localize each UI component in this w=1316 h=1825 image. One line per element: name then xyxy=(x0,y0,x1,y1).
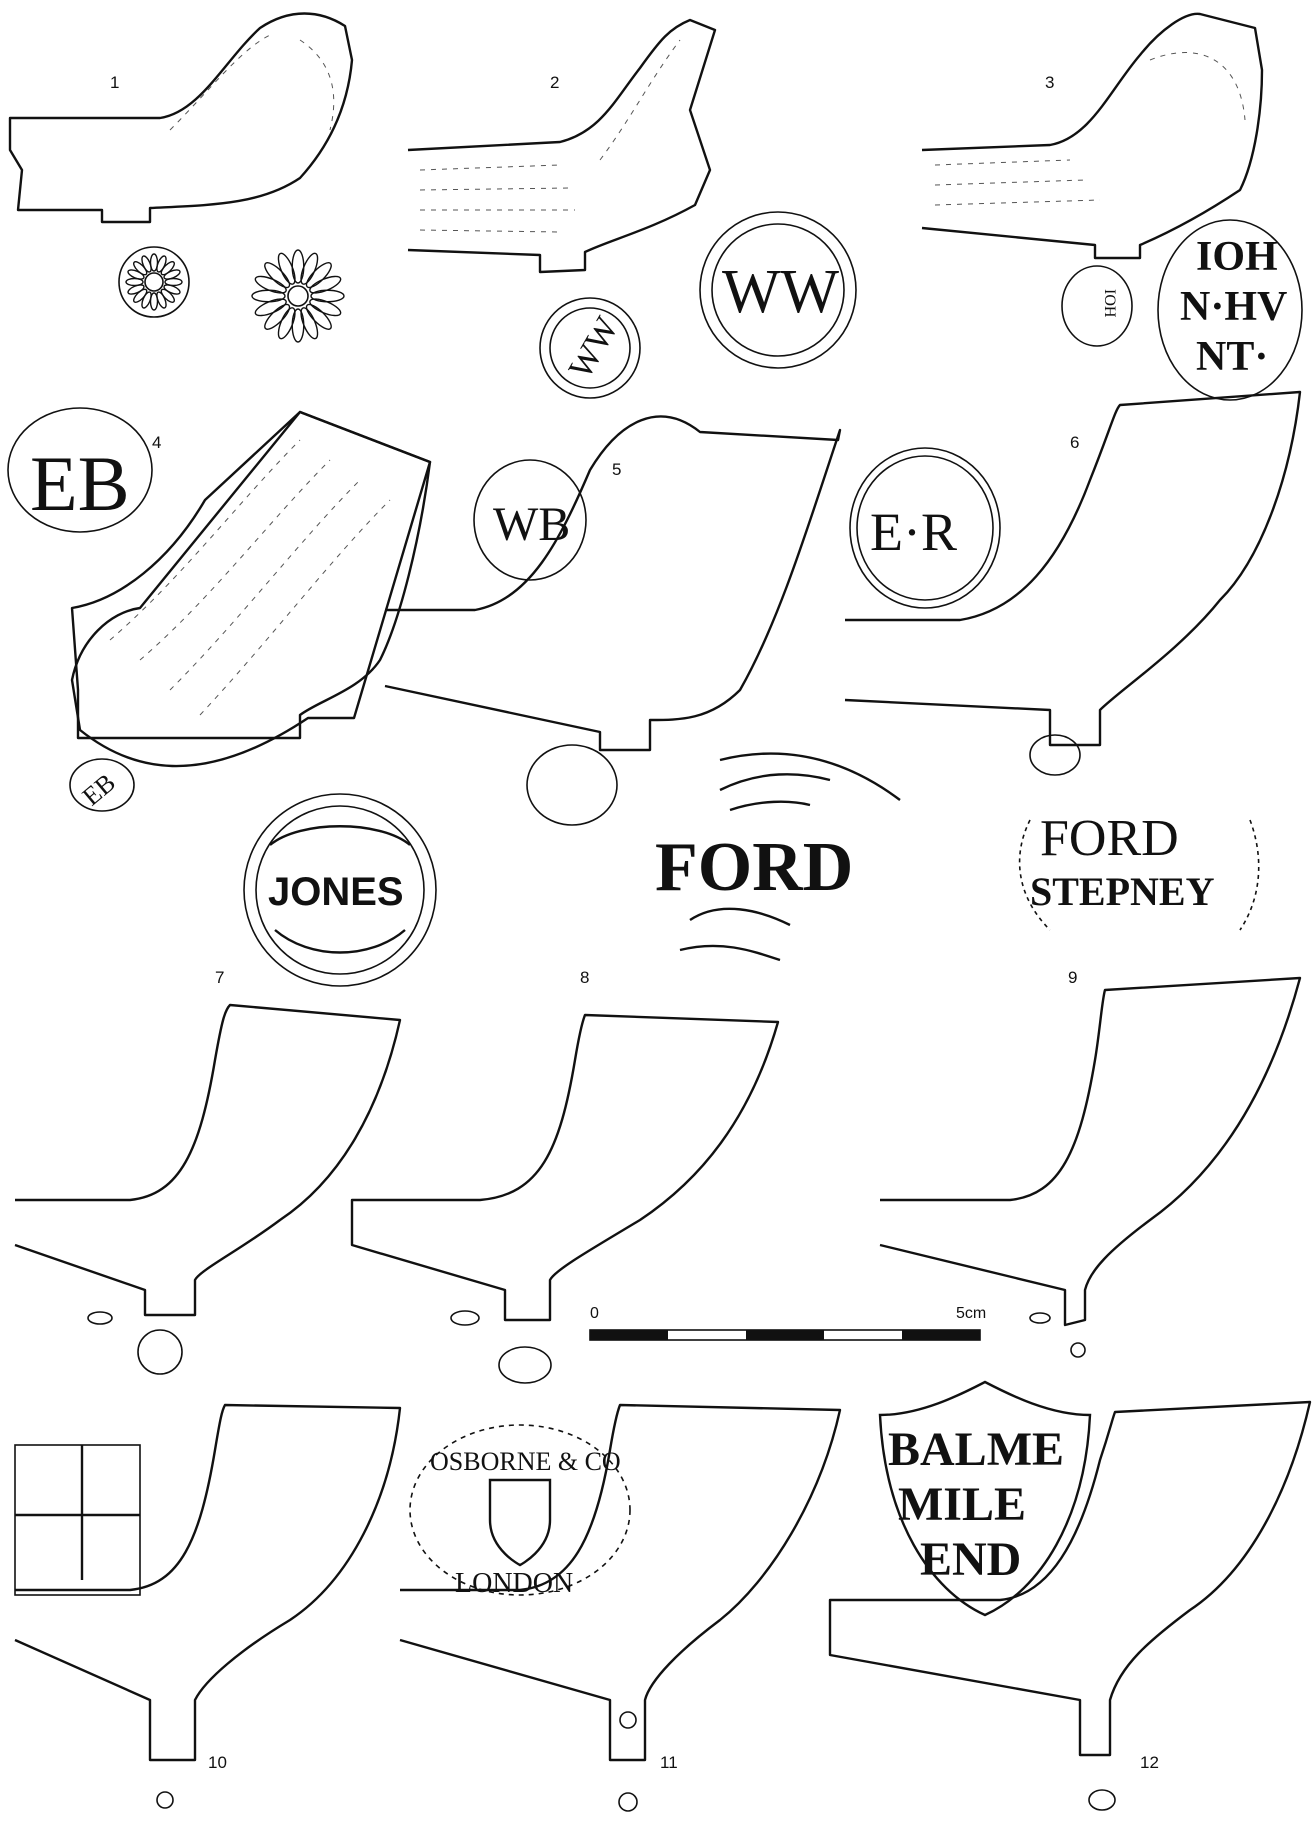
stamp-john-hunt-line3: NT· xyxy=(1196,334,1268,380)
flower-petal xyxy=(264,303,291,330)
figure-number-5: 5 xyxy=(612,460,621,479)
flower-petal xyxy=(160,261,175,276)
flower-petal xyxy=(305,262,332,289)
flower-petal xyxy=(141,255,152,273)
pipe-11 xyxy=(399,1403,842,1812)
flower-petal xyxy=(305,303,332,330)
figure-number-4: 4 xyxy=(152,433,161,452)
pipe-3 xyxy=(921,12,1303,401)
stamp-balme-line2: MILE xyxy=(898,1478,1026,1531)
pipe-12 xyxy=(828,1380,1312,1811)
stamp-balme-line1: BALME xyxy=(888,1423,1064,1476)
stamp-john-hunt-small: IOH xyxy=(1101,289,1118,318)
flower-petal xyxy=(291,249,305,284)
pipe-6 xyxy=(844,390,1302,776)
stamp-osborne-bottom: LONDON xyxy=(455,1568,573,1599)
stamp-jones-text: JONES xyxy=(268,870,404,914)
pipe-10 xyxy=(14,1403,402,1809)
flower-petal xyxy=(164,277,183,287)
scale-end-label: 5cm xyxy=(956,1305,986,1322)
stamp-ww-large: WW xyxy=(722,258,840,326)
flower-stamp-icon xyxy=(125,249,345,343)
ford-stepney-stamp xyxy=(1018,819,1260,931)
flower-petal xyxy=(163,284,181,295)
pipe-2 xyxy=(407,18,857,399)
stamp-ford-stepney-bottom: STEPNEY xyxy=(1030,869,1215,914)
flower-petal xyxy=(149,292,159,311)
stamp-ford-text: FORD xyxy=(655,829,853,906)
pipe-8 xyxy=(350,1013,780,1384)
figure-number-9: 9 xyxy=(1068,968,1077,987)
figure-number-3: 3 xyxy=(1045,73,1054,92)
figure-number-6: 6 xyxy=(1070,433,1079,452)
flower-petal xyxy=(156,291,167,309)
flower-petal xyxy=(309,275,342,294)
stamp-wb: WB xyxy=(493,498,570,551)
stamp-balme-line3: END xyxy=(920,1533,1021,1586)
figure-number-1: 1 xyxy=(110,73,119,92)
flower-petal xyxy=(310,289,345,303)
flower-petal xyxy=(133,288,148,303)
stamp-osborne-top: OSBORNE & CO xyxy=(430,1447,621,1476)
figure-number-12: 12 xyxy=(1140,1753,1159,1772)
scale-start-label: 0 xyxy=(590,1305,599,1322)
stamp-eb-small: EB xyxy=(77,768,121,812)
pipe-5 xyxy=(384,415,842,826)
figure-number-11: 11 xyxy=(660,1753,678,1772)
flower-petal xyxy=(163,269,181,280)
flower-petal xyxy=(291,308,305,343)
flower-petal xyxy=(156,255,167,273)
stamp-er: E·R xyxy=(870,502,957,562)
pipe-4 xyxy=(7,407,432,812)
pipe-9 xyxy=(879,976,1302,1358)
flower-petal xyxy=(127,284,145,295)
flower-petal xyxy=(264,262,291,289)
flower-petal xyxy=(133,261,148,276)
flower-petal xyxy=(149,253,159,272)
flower-petal xyxy=(251,289,286,303)
pipe-1 xyxy=(8,12,354,318)
pipe-7 xyxy=(14,1003,402,1375)
jones-stamp xyxy=(243,793,437,987)
stamp-john-hunt-line2: N·HV xyxy=(1180,284,1287,330)
flower-petal xyxy=(160,288,175,303)
flower-petal xyxy=(125,277,144,287)
stamp-eb-large: EB xyxy=(30,440,130,527)
figure-number-8: 8 xyxy=(580,968,589,987)
scale-bar xyxy=(589,1329,981,1341)
stamp-john-hunt-line1: IOH xyxy=(1196,234,1278,280)
stamp-ford-stepney-top: FORD xyxy=(1040,810,1179,867)
figure-number-10: 10 xyxy=(208,1753,227,1772)
flower-petal xyxy=(127,269,145,280)
figure-number-2: 2 xyxy=(550,73,559,92)
flower-petal xyxy=(141,291,152,309)
ford-stamp xyxy=(679,752,901,962)
figure-number-7: 7 xyxy=(215,968,224,987)
stamp-ww-small: WW xyxy=(562,310,627,385)
